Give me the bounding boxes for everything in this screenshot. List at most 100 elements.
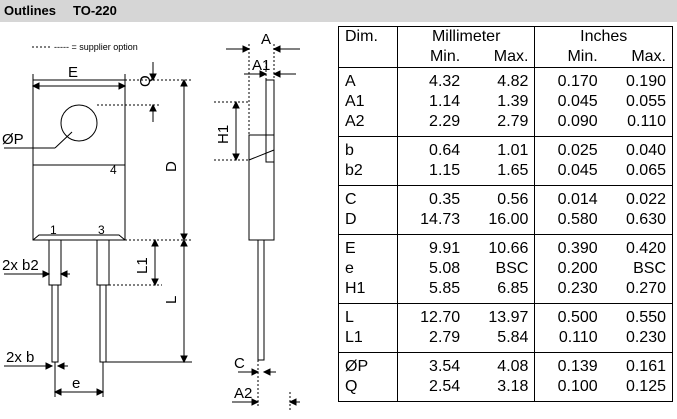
cell-value: 0.139 xyxy=(557,358,598,375)
cell-value: 0.170 xyxy=(557,73,598,90)
cell-value: 0.420 xyxy=(625,240,666,257)
dimension-table: Dim. Millimeter Inches Min. Max. Min. Ma… xyxy=(338,26,673,402)
cell-value: D xyxy=(345,211,357,228)
label-e: e xyxy=(72,375,80,392)
label-L1: L1 xyxy=(134,257,151,274)
lead-1 xyxy=(51,284,59,363)
cell-value: 0.090 xyxy=(557,113,598,130)
mm-min-cell: 9.91 5.08 5.85 xyxy=(396,234,467,304)
cell-value: 4.82 xyxy=(497,73,529,90)
cell-value: 0.025 xyxy=(557,142,598,159)
cell-value: 10.66 xyxy=(488,240,529,257)
side-body xyxy=(248,134,275,241)
cell-value: A1 xyxy=(345,93,365,110)
cell-value: 1.15 xyxy=(429,162,461,179)
package-outline-drawing: ----- = supplier option E Q ØP 4 D 1 3 2… xyxy=(0,22,335,419)
in-min-cell: 0.139 0.100 xyxy=(534,352,604,402)
cell-value: 3.18 xyxy=(497,378,529,395)
side-tab xyxy=(265,79,275,163)
cell-value: 0.580 xyxy=(557,211,598,228)
in-min-cell: 0.390 0.200 0.230 xyxy=(534,234,604,304)
cell-value: C xyxy=(345,191,357,208)
cell-value: 13.97 xyxy=(488,309,529,326)
cell-value: 0.550 xyxy=(625,309,666,326)
cell-value: 0.110 xyxy=(558,329,598,346)
cell-value: 0.35 xyxy=(429,191,461,208)
cell-value: 0.125 xyxy=(625,378,666,395)
cell-value: 2.79 xyxy=(497,113,529,130)
package-name: TO-220 xyxy=(73,3,117,18)
in-min-cell: 0.500 0.110 xyxy=(534,303,604,353)
cell-value: 0.200 xyxy=(557,260,598,277)
in-min-header: Min. xyxy=(534,47,604,68)
cell-value: 1.65 xyxy=(497,162,529,179)
cell-value: 2.29 xyxy=(429,113,461,130)
cell-value: 0.230 xyxy=(625,329,666,346)
cell-value: 0.500 xyxy=(557,309,598,326)
dim-header: Dim. xyxy=(338,26,398,68)
cell-value: 0.045 xyxy=(557,162,598,179)
cell-value: 0.100 xyxy=(557,378,598,395)
cell-value: 0.040 xyxy=(625,142,666,159)
cell-value: 5.08 xyxy=(429,260,461,277)
cell-value: 0.64 xyxy=(429,142,461,159)
cell-value: 0.022 xyxy=(625,191,666,208)
cell-value: 0.390 xyxy=(557,240,598,257)
label-OP: ØP xyxy=(2,131,24,148)
cell-value: 4.08 xyxy=(497,358,529,375)
cell-value: 0.055 xyxy=(625,93,666,110)
cell-value: 0.110 xyxy=(627,113,666,130)
mounting-hole xyxy=(60,104,98,142)
cell-value: 6.85 xyxy=(497,280,529,297)
cell-value: BSC xyxy=(495,260,529,277)
cell-value: 0.161 xyxy=(625,358,666,375)
cell-value: A xyxy=(345,73,356,90)
in-max-cell: 0.022 0.630 xyxy=(603,185,673,235)
cell-value: ØP xyxy=(345,358,369,375)
label-2x-b2: 2x b2 xyxy=(2,257,39,274)
in-max-cell: 0.550 0.230 xyxy=(603,303,673,353)
cell-value: 9.91 xyxy=(429,240,461,257)
cell-value: 0.56 xyxy=(497,191,529,208)
label-pin1: 1 xyxy=(50,223,57,237)
cell-value: 0.630 xyxy=(625,211,666,228)
cell-value: BSC xyxy=(633,260,666,277)
mm-max-header: Max. xyxy=(466,47,536,68)
cell-value: A2 xyxy=(345,113,365,130)
lead-3-wide xyxy=(96,239,110,286)
inches-header: Inches xyxy=(534,26,673,47)
cell-value: Q xyxy=(345,378,358,395)
in-max-cell: 0.040 0.065 xyxy=(603,136,673,186)
cell-value: 0.065 xyxy=(625,162,666,179)
cell-value: 0.270 xyxy=(625,280,666,297)
millimeter-header: Millimeter xyxy=(396,26,536,47)
lead-3 xyxy=(99,284,107,363)
label-H1: H1 xyxy=(215,125,232,144)
label-pin4: 4 xyxy=(110,163,117,177)
cell-value: 0.230 xyxy=(557,280,598,297)
in-max-header: Max. xyxy=(603,47,673,68)
cell-value: e xyxy=(345,260,354,277)
label-D: D xyxy=(163,161,180,172)
outline-svg: ----- = supplier option E Q ØP 4 D 1 3 2… xyxy=(2,31,300,412)
cell-value: 5.85 xyxy=(429,280,461,297)
label-L: L xyxy=(163,296,180,304)
